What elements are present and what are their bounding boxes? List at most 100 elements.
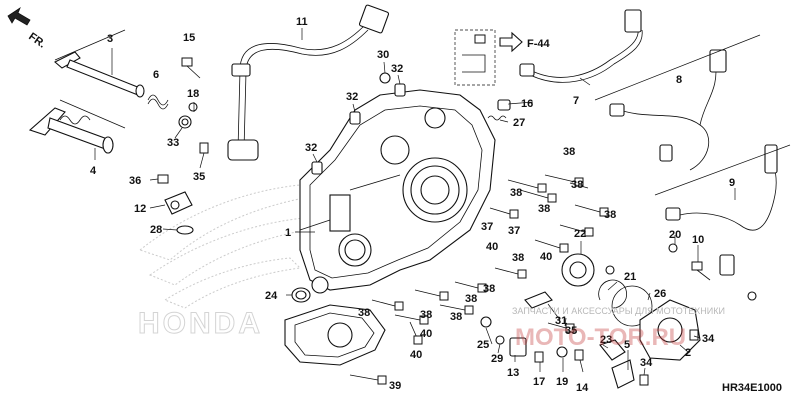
callout-6: 6 [153,69,159,81]
callout-36: 36 [129,175,141,187]
front-arrow-icon [7,6,31,26]
bolt-17 [534,351,544,363]
callout-40-c: 40 [420,328,432,340]
gear-position-sensor-harness [227,4,390,161]
o-ring-26 [611,285,653,327]
callout-32-c: 32 [305,142,317,154]
callout-14: 14 [576,382,589,394]
callout-38-g: 38 [465,293,477,305]
callout-17: 17 [533,376,545,388]
callout-32-a: 32 [391,63,403,75]
callout-7: 7 [573,95,579,107]
callout-38-h: 38 [483,283,495,295]
washer-30 [379,72,391,84]
speed-sensor [164,191,194,235]
washer-20 [668,243,678,253]
callout-27: 27 [513,117,525,129]
shift-drum-arm-group [28,99,126,154]
front-direction-indicator: FR. [7,6,48,51]
bolt-34b [689,329,699,341]
harness-9 [665,144,778,301]
callout-33: 33 [167,137,179,149]
callout-38-j: 38 [358,307,370,319]
callout-38-i: 38 [420,309,432,321]
callout-31: 31 [555,315,567,327]
callout-37-b: 37 [508,225,520,237]
callout-10: 10 [692,234,704,246]
callout-22: 22 [574,228,586,240]
callout-20: 20 [669,229,681,241]
washer-19 [556,346,568,358]
reference-arrow-icon [499,31,523,53]
bolt-14 [574,349,584,361]
callout-19: 19 [556,376,568,388]
diagram-code: HR34E1000 [722,382,782,394]
bolt-34a [639,374,649,386]
bracket-23 [599,339,626,361]
plug-16 [497,99,511,111]
spring-27 [487,115,507,121]
harness-7 [519,9,643,83]
dowel-pin-32b [349,111,361,125]
callout-38-f: 38 [512,252,524,264]
shift-spindle-group [54,29,145,98]
callout-13: 13 [507,367,519,379]
callout-38-k: 38 [450,311,462,323]
callout-labels: 1 2 3 4 5 6 7 8 9 10 11 12 13 14 15 16 1… [90,16,735,394]
harness-8 [609,49,727,171]
sensor-13 [509,337,527,357]
callout-34-a: 34 [702,333,715,345]
callout-30: 30 [377,49,389,61]
callout-8: 8 [676,74,682,86]
shop-watermark: ЗАПЧАСТИ И АКСЕССУАРЫ ДЛЯ МОТОТЕХНИКИ MO… [512,306,725,351]
callout-38-b: 38 [510,187,522,199]
callout-11: 11 [296,16,308,28]
reference-label: F-44 [527,38,551,50]
dowel-pin-32c [311,161,323,175]
callout-21: 21 [624,271,636,283]
front-direction-label: FR. [26,31,47,51]
callout-9: 9 [729,177,735,189]
callout-29: 29 [491,353,503,365]
bolt-15 [181,57,193,67]
clamp-31 [524,291,553,309]
callout-35-a: 35 [193,171,205,183]
callout-5: 5 [624,339,630,351]
mounting-bolts [349,174,609,385]
honda-watermark-text: HONDA [138,307,263,340]
callout-12: 12 [134,203,146,215]
callout-1: 1 [285,227,291,239]
callout-2: 2 [685,347,691,359]
callout-40-d: 40 [410,349,422,361]
callout-38-c: 38 [538,203,550,215]
callout-40-b: 40 [540,251,552,263]
callout-38-e: 38 [571,179,583,191]
honda-wing-watermark: HONDA [138,184,322,341]
dowel-pin-32a [394,83,406,97]
callout-23: 23 [600,334,612,346]
lower-housing [284,304,386,366]
shop-watermark-text: ЗАПЧАСТИ И АКСЕССУАРЫ ДЛЯ МОТОТЕХНИКИ [512,306,725,316]
callout-3: 3 [107,33,113,45]
callout-24: 24 [265,290,278,302]
callout-16: 16 [521,98,533,110]
callout-38-a: 38 [563,146,575,158]
bolt-35 [199,142,209,154]
washer-25 [480,316,492,328]
stay-5 [611,359,635,389]
bolt-10 [691,261,703,271]
leader-lines [94,28,736,376]
callout-32-b: 32 [346,91,358,103]
callout-26: 26 [654,288,666,300]
collar [605,265,615,275]
o-ring [188,102,198,112]
circlip-21 [598,279,627,309]
callout-4: 4 [90,165,97,177]
rear-crankcase-cover [299,89,496,294]
return-spring [147,94,169,110]
bolt-36 [157,174,169,184]
callout-39: 39 [389,380,401,392]
callout-38-d: 38 [604,209,616,221]
callout-25: 25 [477,339,489,351]
